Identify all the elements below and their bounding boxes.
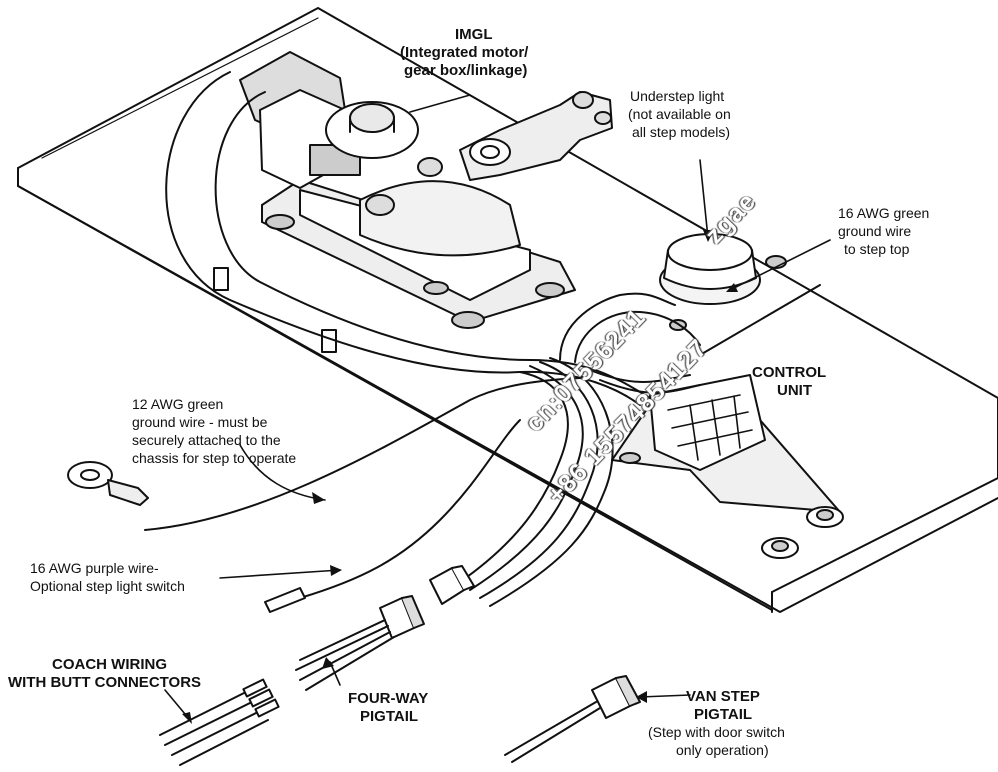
van-line3: (Step with door switch xyxy=(648,724,785,740)
purple-wire-terminal xyxy=(264,587,306,613)
imgl-line2: gear box/linkage) xyxy=(404,62,528,79)
arrowheads xyxy=(182,230,738,724)
purple-line1: 16 AWG purple wire- xyxy=(30,560,159,576)
fourway-line1: FOUR-WAY xyxy=(348,690,429,707)
van-line2: PIGTAIL xyxy=(694,706,753,723)
van-line4: only operation) xyxy=(676,742,769,758)
coach-line2: WITH BUTT CONNECTORS xyxy=(8,674,202,691)
ground16-line3: to step top xyxy=(844,241,910,257)
imgl-title: IMGL xyxy=(455,26,493,43)
understep-line1: Understep light xyxy=(630,88,725,104)
control-line2: UNIT xyxy=(777,382,812,399)
leader-lines xyxy=(164,94,831,721)
ground12-line3: securely attached to the xyxy=(132,432,281,448)
coach-line1: COACH WIRING xyxy=(52,656,167,673)
ring-terminal xyxy=(67,461,149,506)
understep-line2: (not available on xyxy=(628,106,731,122)
imgl-motor-gearbox xyxy=(239,51,613,329)
control-line1: CONTROL xyxy=(752,364,827,381)
wire-harness xyxy=(144,71,821,607)
ground16-line2: ground wire xyxy=(838,223,912,239)
ground16-line1: 16 AWG green xyxy=(838,205,930,221)
van-line1: VAN STEP xyxy=(686,688,760,705)
fourway-line2: PIGTAIL xyxy=(360,708,419,725)
ground12-line1: 12 AWG green xyxy=(132,396,224,412)
purple-line2: Optional step light switch xyxy=(30,578,185,594)
ground12-line2: ground wire - must be xyxy=(132,414,268,430)
step-plate xyxy=(17,7,998,613)
understep-line3: all step models) xyxy=(632,124,731,140)
ground12-line4: chassis for step to operate xyxy=(132,450,297,466)
coach-wiring xyxy=(159,678,280,766)
harness-plug xyxy=(429,565,475,605)
understep-light xyxy=(659,233,787,331)
control-unit xyxy=(611,374,844,559)
van-step-pigtail xyxy=(504,675,641,763)
imgl-line1: (Integrated motor/ xyxy=(400,44,529,61)
four-way-pigtail xyxy=(295,595,425,691)
